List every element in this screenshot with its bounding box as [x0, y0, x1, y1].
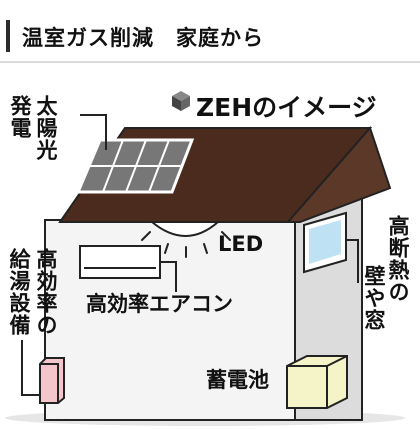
- aircon-leader-line: [160, 261, 177, 292]
- power-label: 発電: [8, 95, 32, 139]
- solar-leader-line: [80, 114, 107, 150]
- aircon-label: 高効率エアコン: [86, 292, 233, 316]
- water-heater-label-1: 高効率の: [34, 248, 58, 336]
- solar-panel-icon: [75, 138, 195, 194]
- zeh-title: ZEHのイメージ: [196, 93, 377, 122]
- roof-eave: [285, 126, 392, 223]
- water-heater-label-2: 給湯設備: [7, 248, 31, 336]
- insulation-label-2: 壁や窓: [362, 265, 386, 331]
- solar-label: 太陽光: [34, 95, 58, 161]
- air-conditioner-icon: [79, 245, 161, 279]
- window-icon: [303, 211, 347, 274]
- battery-icon: [286, 355, 348, 409]
- led-label: LED: [218, 232, 264, 256]
- house-front-wall: [44, 219, 296, 421]
- battery-label: 蓄電池: [206, 368, 269, 392]
- cube-icon: [172, 91, 190, 111]
- window-leader-line: [345, 239, 359, 283]
- water-heater-icon: [39, 357, 65, 404]
- led-light-icon: [149, 221, 221, 237]
- header-divider: [0, 61, 420, 63]
- water-heater-leader-line: [21, 340, 40, 396]
- page-title: 温室ガス削減 家庭から: [22, 26, 264, 50]
- led-rays: [141, 231, 231, 258]
- header-accent-bar: [6, 20, 10, 52]
- header: 温室ガス削減 家庭から: [0, 0, 420, 63]
- insulation-label: 高断熱の: [386, 215, 410, 303]
